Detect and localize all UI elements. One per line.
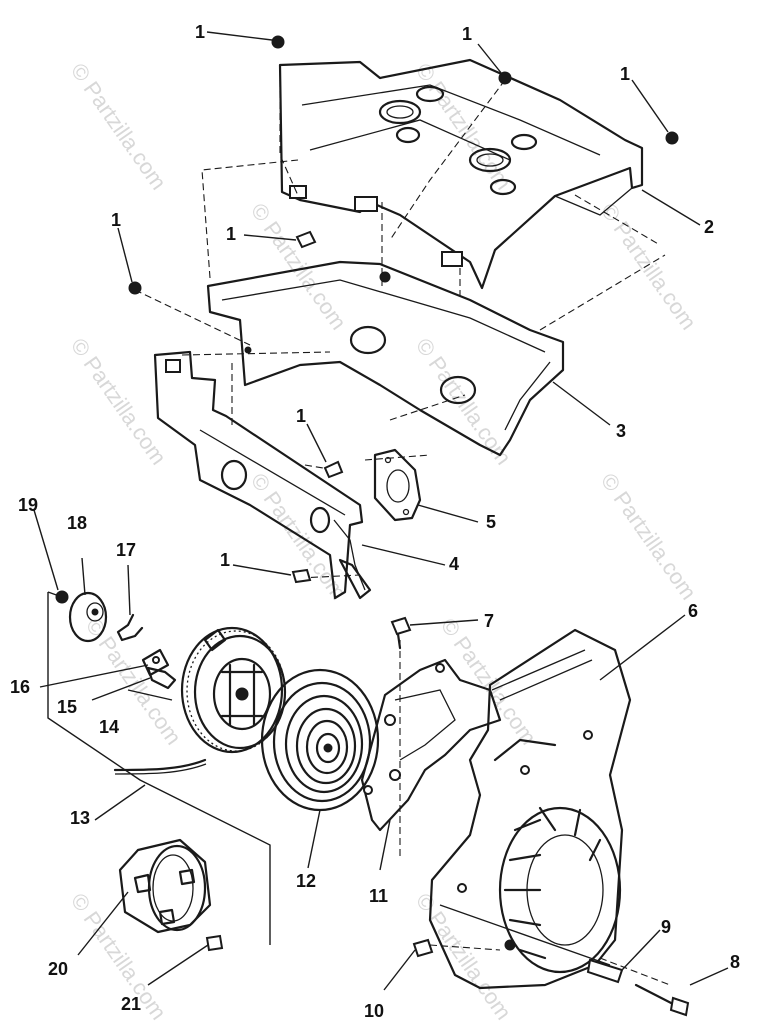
callout-labels: 1 1 1 1 1 1 1 2 3 4 5 6 7 8 9 10 11 12 1… xyxy=(10,22,740,1021)
callout-19: 19 xyxy=(18,495,38,515)
callout-1: 1 xyxy=(462,24,472,44)
leader-lines xyxy=(33,31,729,991)
part-6-blower-housing xyxy=(428,628,632,990)
watermark: © Partzilla.com xyxy=(596,469,702,605)
callout-21: 21 xyxy=(121,994,141,1014)
callout-15: 15 xyxy=(57,697,77,717)
part-18-retainer xyxy=(68,591,108,643)
callout-4: 4 xyxy=(449,554,459,574)
part-20-starter-cup xyxy=(118,838,212,934)
clip-9 xyxy=(586,958,624,984)
group-bracket xyxy=(47,591,271,945)
screw-1e xyxy=(295,230,317,249)
bolt-8-shank xyxy=(634,983,677,1007)
callout-7: 7 xyxy=(484,611,494,631)
callout-9: 9 xyxy=(661,917,671,937)
part-5-gasket xyxy=(373,448,422,522)
watermark: © Partzilla.com xyxy=(246,199,352,335)
callout-6: 6 xyxy=(688,601,698,621)
callout-18: 18 xyxy=(67,513,87,533)
part-4-side-panel xyxy=(153,350,372,600)
callout-1: 1 xyxy=(296,406,306,426)
bolt-7-shank xyxy=(396,632,402,650)
part-14-pulley xyxy=(180,626,287,754)
fasteners xyxy=(128,35,690,1017)
callout-14: 14 xyxy=(99,717,119,737)
callout-1: 1 xyxy=(226,224,236,244)
callout-12: 12 xyxy=(296,871,316,891)
nut-1a xyxy=(271,35,285,49)
nut-1d xyxy=(128,281,142,295)
nut-1b xyxy=(498,71,512,85)
watermark: © Partzilla.com xyxy=(66,59,172,195)
callout-1: 1 xyxy=(220,550,230,570)
watermark: © Partzilla.com xyxy=(66,889,172,1025)
callout-2: 2 xyxy=(704,217,714,237)
screw-1g xyxy=(291,568,312,584)
callout-13: 13 xyxy=(70,808,90,828)
callout-16: 16 xyxy=(10,677,30,697)
part-11-starter-bracket xyxy=(360,658,502,832)
part-12-recoil-spring xyxy=(260,668,380,812)
callout-1: 1 xyxy=(111,210,121,230)
callout-3: 3 xyxy=(616,421,626,441)
callout-5: 5 xyxy=(486,512,496,532)
watermark: © Partzilla.com xyxy=(596,199,702,335)
screw-21 xyxy=(205,934,224,952)
part-3-lower-shroud xyxy=(206,260,565,457)
screw-1f xyxy=(323,460,344,479)
callout-1: 1 xyxy=(620,64,630,84)
callout-10: 10 xyxy=(364,1001,384,1021)
part-2-upper-shroud xyxy=(278,58,644,290)
callout-11: 11 xyxy=(369,886,388,906)
callout-8: 8 xyxy=(730,952,740,972)
part-17-spring-clip xyxy=(116,613,144,642)
callout-20: 20 xyxy=(48,959,68,979)
callout-17: 17 xyxy=(116,540,136,560)
bolt-7 xyxy=(390,616,412,636)
callout-1: 1 xyxy=(195,22,205,42)
watermark: © Partzilla.com xyxy=(81,614,187,750)
screw-10 xyxy=(412,938,434,958)
part-15-16-pawl-assembly xyxy=(141,648,177,690)
nut-1c xyxy=(665,131,679,145)
watermark-layer: © Partzilla.com © Partzilla.com © Partzi… xyxy=(66,59,702,1025)
bolt-8-head xyxy=(669,996,690,1017)
